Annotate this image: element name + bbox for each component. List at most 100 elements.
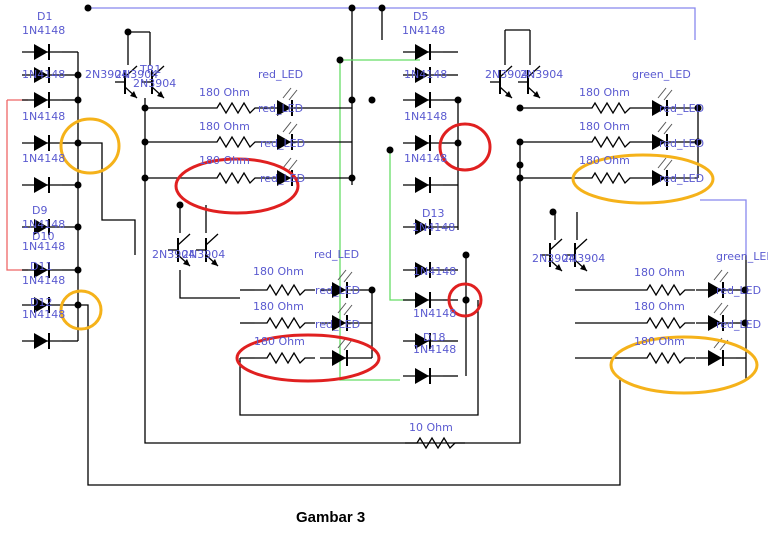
led-arrows xyxy=(337,269,353,283)
component-label: 1N4148 xyxy=(22,110,65,123)
component-label: D11 xyxy=(30,260,52,273)
diode-symbol xyxy=(403,135,443,151)
component-label: 2N3904 xyxy=(152,248,195,261)
junction-dot xyxy=(348,174,356,182)
junction-dot xyxy=(124,28,132,36)
junction-dot xyxy=(516,161,524,169)
junction-dot xyxy=(336,56,344,64)
diode-symbol xyxy=(696,315,736,331)
component-label: 1N4148 xyxy=(22,152,65,165)
component-label: 180 Ohm xyxy=(199,120,250,133)
component-label: 180 Ohm xyxy=(253,265,304,278)
led-arrows xyxy=(282,121,298,135)
component-label: red_LED xyxy=(659,172,704,185)
junction-dot xyxy=(386,146,394,154)
component-label: red_LED xyxy=(315,284,360,297)
component-labels: D11N41481N41481N41481N4148D91N4148D101N4… xyxy=(22,10,768,434)
diode-symbol xyxy=(640,100,680,116)
led-arrows xyxy=(713,269,729,283)
diode-symbol xyxy=(320,315,360,331)
resistor-symbol xyxy=(635,351,695,365)
junction-dot xyxy=(368,286,376,294)
highlight-ellipse xyxy=(59,117,121,175)
led-arrows xyxy=(282,157,298,171)
component-label: 1N4148 xyxy=(22,274,65,287)
junction-dot xyxy=(141,174,149,182)
component-label: TR1 xyxy=(139,63,161,76)
component-label: red_LED xyxy=(659,137,704,150)
component-label: D10 xyxy=(32,230,54,243)
resistor-symbol xyxy=(580,171,640,185)
component-label: 2N3904 xyxy=(520,68,563,81)
diode-symbol xyxy=(403,177,443,193)
component-label: 1N4148 xyxy=(413,265,456,278)
resistor-symbol xyxy=(205,101,265,115)
highlight-ellipse xyxy=(571,153,715,205)
resistor-symbol xyxy=(205,171,265,185)
junction-dot xyxy=(141,104,149,112)
resistor-symbol xyxy=(205,135,265,149)
resistor-symbol xyxy=(405,436,465,450)
component-label: 2N3904 xyxy=(562,252,605,265)
wire xyxy=(179,270,240,299)
junction-dot xyxy=(348,96,356,104)
component-label: red_LED xyxy=(260,172,305,185)
wire xyxy=(239,300,479,416)
component-label: 1N4148 xyxy=(22,24,65,37)
diode-symbol xyxy=(640,170,680,186)
component-label: red_LED xyxy=(258,68,303,81)
junction-dot xyxy=(516,138,524,146)
component-label: 2N3904 xyxy=(115,68,158,81)
diode-symbol xyxy=(22,44,62,60)
component-label: 180 Ohm xyxy=(634,266,685,279)
diode-symbol xyxy=(22,177,62,193)
highlight-ellipse xyxy=(174,157,300,215)
diode-symbol xyxy=(265,134,305,150)
led-arrows xyxy=(657,87,673,101)
component-label: 180 Ohm xyxy=(579,86,630,99)
component-label: 2N3904 xyxy=(532,252,575,265)
junction-dot xyxy=(176,201,184,209)
junction-dot xyxy=(348,4,356,12)
component-label: 2N3904 xyxy=(485,68,528,81)
component-label: 180 Ohm xyxy=(254,335,305,348)
resistor-symbol xyxy=(255,283,315,297)
component-label: D9 xyxy=(32,204,47,217)
resistor-symbol xyxy=(580,135,640,149)
diode-symbol xyxy=(22,92,62,108)
wire xyxy=(78,142,136,255)
diode-symbol xyxy=(640,134,680,150)
component-label: 180 Ohm xyxy=(199,154,250,167)
diode-symbol xyxy=(696,282,736,298)
junctions xyxy=(74,4,749,327)
resistor-symbol xyxy=(580,101,640,115)
component-label: red_LED xyxy=(258,102,303,115)
component-label: D5 xyxy=(413,10,428,23)
diodes xyxy=(22,44,736,384)
diode-symbol xyxy=(403,92,443,108)
highlight-ellipse xyxy=(447,282,483,318)
diode-symbol xyxy=(265,100,305,116)
transistor-symbol xyxy=(196,233,219,267)
component-label: green_LED xyxy=(632,68,691,81)
junction-dot xyxy=(462,251,470,259)
component-label: 180 Ohm xyxy=(579,154,630,167)
junction-dot xyxy=(741,319,749,327)
component-label: 2N3904 xyxy=(133,77,176,90)
transistor-symbol xyxy=(565,238,588,272)
component-label: 1N4148 xyxy=(413,343,456,356)
component-label: 2N3904 xyxy=(85,68,128,81)
diode-symbol xyxy=(22,219,62,235)
wire xyxy=(6,100,28,271)
diode-symbol xyxy=(403,368,443,384)
resistor-symbol xyxy=(255,316,315,330)
junction-dot xyxy=(462,296,470,304)
junction-dot xyxy=(74,223,82,231)
diode-symbol xyxy=(22,297,62,313)
diode-symbol xyxy=(320,282,360,298)
figure-caption: Gambar 3 xyxy=(296,509,366,526)
junction-dot xyxy=(74,139,82,147)
junction-dot xyxy=(368,96,376,104)
diode-symbol xyxy=(22,333,62,349)
